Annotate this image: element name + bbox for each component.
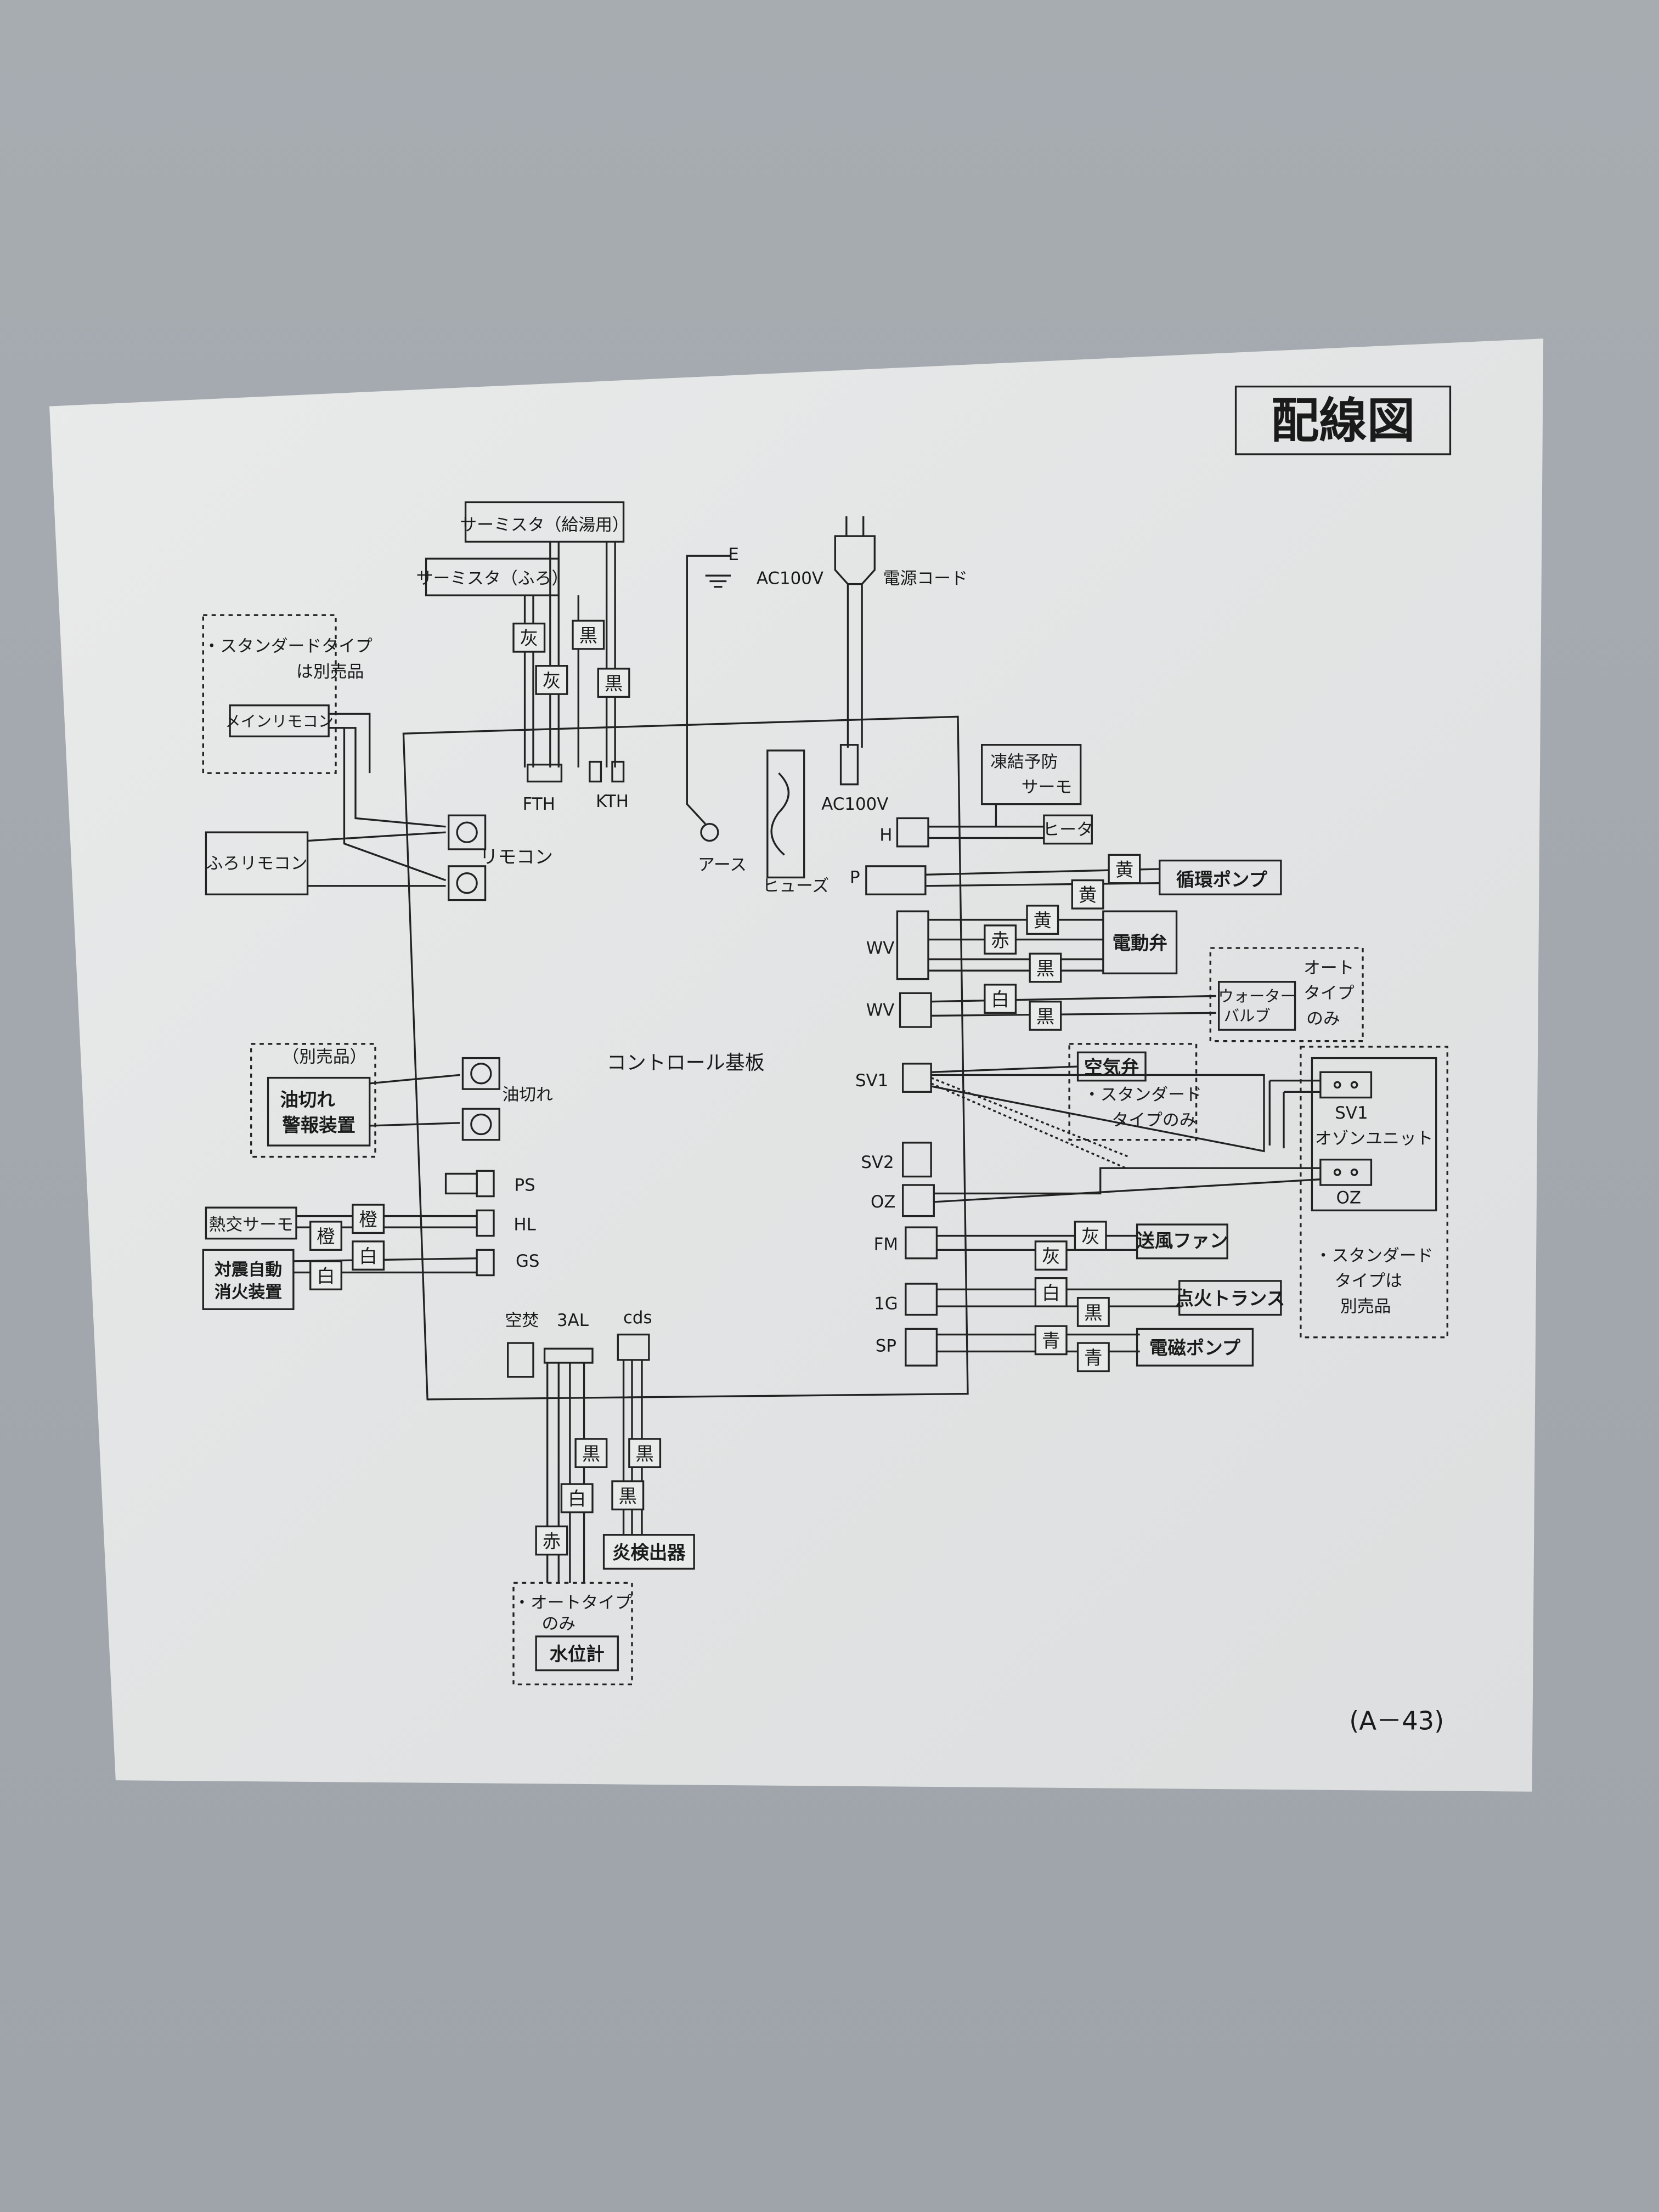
freeze-thermo-label: サーモ — [1022, 777, 1073, 797]
wire-blue-label: 青 — [1084, 1347, 1102, 1369]
std-only-label: タイプのみ — [1111, 1110, 1196, 1130]
wire-black-label: 黒 — [579, 625, 597, 646]
control-board-outline — [402, 715, 969, 1401]
flame-detector-label: 炎検出器 — [612, 1542, 686, 1563]
std-sep-label: タイプは — [1335, 1271, 1402, 1291]
wire-white-label: 白 — [1042, 1282, 1060, 1304]
power-cord-label: 電源コード — [883, 569, 968, 589]
wire-gray-label: 灰 — [520, 628, 538, 649]
ps-label: PS — [514, 1175, 535, 1195]
circ-pump-label: 循環ポンプ — [1176, 869, 1268, 890]
wire-yellow-label: 黄 — [1034, 910, 1052, 931]
wire-gray-label: 灰 — [1042, 1245, 1060, 1267]
solenoid-valve-label: 電動弁 — [1113, 933, 1167, 954]
thermistor-hot-label: サーミスタ（給湯用） — [460, 515, 629, 535]
page-code: (A－43) — [1349, 1706, 1444, 1736]
std-sep-label: 別売品 — [1340, 1296, 1391, 1316]
wire-black-label: 黒 — [1036, 1006, 1054, 1027]
fth-label: FTH — [523, 794, 555, 814]
hx-thermo-label: 熱交サーモ — [209, 1215, 294, 1234]
freeze-thermo-label: 凍結予防 — [990, 752, 1058, 772]
conn-wv-label: WV — [866, 938, 895, 958]
std-sep-label: ・スタンダード — [1315, 1246, 1434, 1266]
conn-wv-label: WV — [866, 1000, 895, 1020]
auto-type-label: タイプ — [1304, 984, 1355, 1003]
title-box — [1234, 385, 1452, 455]
wire-black-label: 黒 — [605, 673, 623, 694]
wire-black-label: 黒 — [635, 1443, 653, 1464]
wire-white-label: 白 — [359, 1245, 377, 1267]
board-label: コントロール基板 — [607, 1052, 765, 1074]
wire-white-label: 白 — [991, 989, 1009, 1010]
air-valve-label: 空気弁 — [1084, 1057, 1139, 1078]
auto-type-label: オート — [1304, 958, 1355, 978]
gs-label: GS — [516, 1251, 539, 1271]
conn-fm-label: FM — [874, 1234, 898, 1254]
wire-white-label: 白 — [317, 1265, 335, 1286]
heater-label: ヒータ — [1042, 820, 1093, 839]
cds-label: cds — [623, 1308, 652, 1328]
main-remote-label: メインリモコン — [225, 712, 334, 730]
3al-label: 3AL — [557, 1311, 589, 1330]
conn-p-label: P — [850, 868, 860, 888]
quake-label: 対震自動 — [215, 1260, 282, 1280]
quake-label: 消火装置 — [215, 1283, 282, 1302]
em-pump-label: 電磁ポンプ — [1149, 1338, 1241, 1359]
ac100v-board-label: AC100V — [821, 794, 888, 814]
auto-only-label: のみ — [541, 1614, 575, 1634]
conn-sv1-label: SV1 — [855, 1071, 888, 1091]
diagram-title: 配線図 — [1271, 393, 1415, 449]
oil-alarm-label: 油切れ — [280, 1089, 335, 1110]
auto-only-label: ・オートタイプ — [514, 1593, 632, 1612]
wire-gray-label: 灰 — [1081, 1226, 1099, 1247]
wire-orange-label: 橙 — [317, 1226, 335, 1247]
water-valve-label: ウォーター — [1218, 988, 1295, 1006]
wire-black-label: 黒 — [1036, 958, 1054, 979]
water-level-label: 水位計 — [550, 1644, 605, 1665]
ozone-sv1-label: SV1 — [1335, 1103, 1368, 1123]
ozone-unit-label: オゾンユニット — [1315, 1128, 1434, 1148]
conn-oz-label: OZ — [871, 1192, 895, 1212]
conn-sv2-label: SV2 — [861, 1153, 894, 1172]
standard-note: ・スタンダードタイプ — [203, 636, 373, 656]
thermistor-bath-label: サーミスタ（ふろ） — [416, 569, 569, 589]
wire-yellow-label: 黄 — [1079, 884, 1097, 906]
wire-black-label: 黒 — [619, 1486, 637, 1507]
bath-remote-label: ふろリモコン — [206, 854, 307, 873]
conn-h-label: H — [879, 826, 892, 845]
wire-red-label: 赤 — [991, 929, 1009, 951]
water-valve-label: バルブ — [1224, 1007, 1271, 1025]
wire-orange-label: 橙 — [359, 1209, 377, 1231]
earth-label: アース — [698, 855, 747, 875]
label-sheet — [49, 338, 1544, 1792]
remote-connector-label: リモコン — [479, 847, 553, 868]
wire-blue-label: 青 — [1042, 1330, 1060, 1352]
hl-label: HL — [514, 1215, 536, 1234]
ac100v-cord-label: AC100V — [757, 569, 823, 589]
wire-yellow-label: 黄 — [1115, 859, 1133, 881]
wire-black-label: 黒 — [582, 1443, 600, 1464]
wire-black-label: 黒 — [1084, 1302, 1102, 1323]
auto-type-label: のみ — [1306, 1009, 1340, 1029]
conn-ig-label: 1G — [874, 1294, 898, 1313]
oil-out-label: 油切れ — [502, 1085, 553, 1105]
blower-fan-label: 送風ファン — [1136, 1230, 1228, 1251]
kuuta-label: 空焚 — [505, 1311, 539, 1330]
kth-label: KTH — [596, 792, 629, 811]
standard-note: は別売品 — [296, 662, 364, 681]
wire-red-label: 赤 — [543, 1531, 561, 1552]
ignition-trans-label: 点火トランス — [1175, 1288, 1285, 1310]
optional-label: （別売品） — [282, 1047, 366, 1066]
wire-white-label: 白 — [568, 1488, 586, 1510]
fuse-label: ヒューズ — [762, 876, 829, 896]
oil-alarm-label: 警報装置 — [282, 1114, 356, 1136]
conn-sp-label: SP — [876, 1336, 896, 1356]
std-only-label: ・スタンダード — [1084, 1085, 1202, 1105]
wire-gray-label: 灰 — [543, 670, 561, 691]
ozone-oz-label: OZ — [1336, 1188, 1361, 1207]
earth-e-label: E — [728, 545, 738, 565]
